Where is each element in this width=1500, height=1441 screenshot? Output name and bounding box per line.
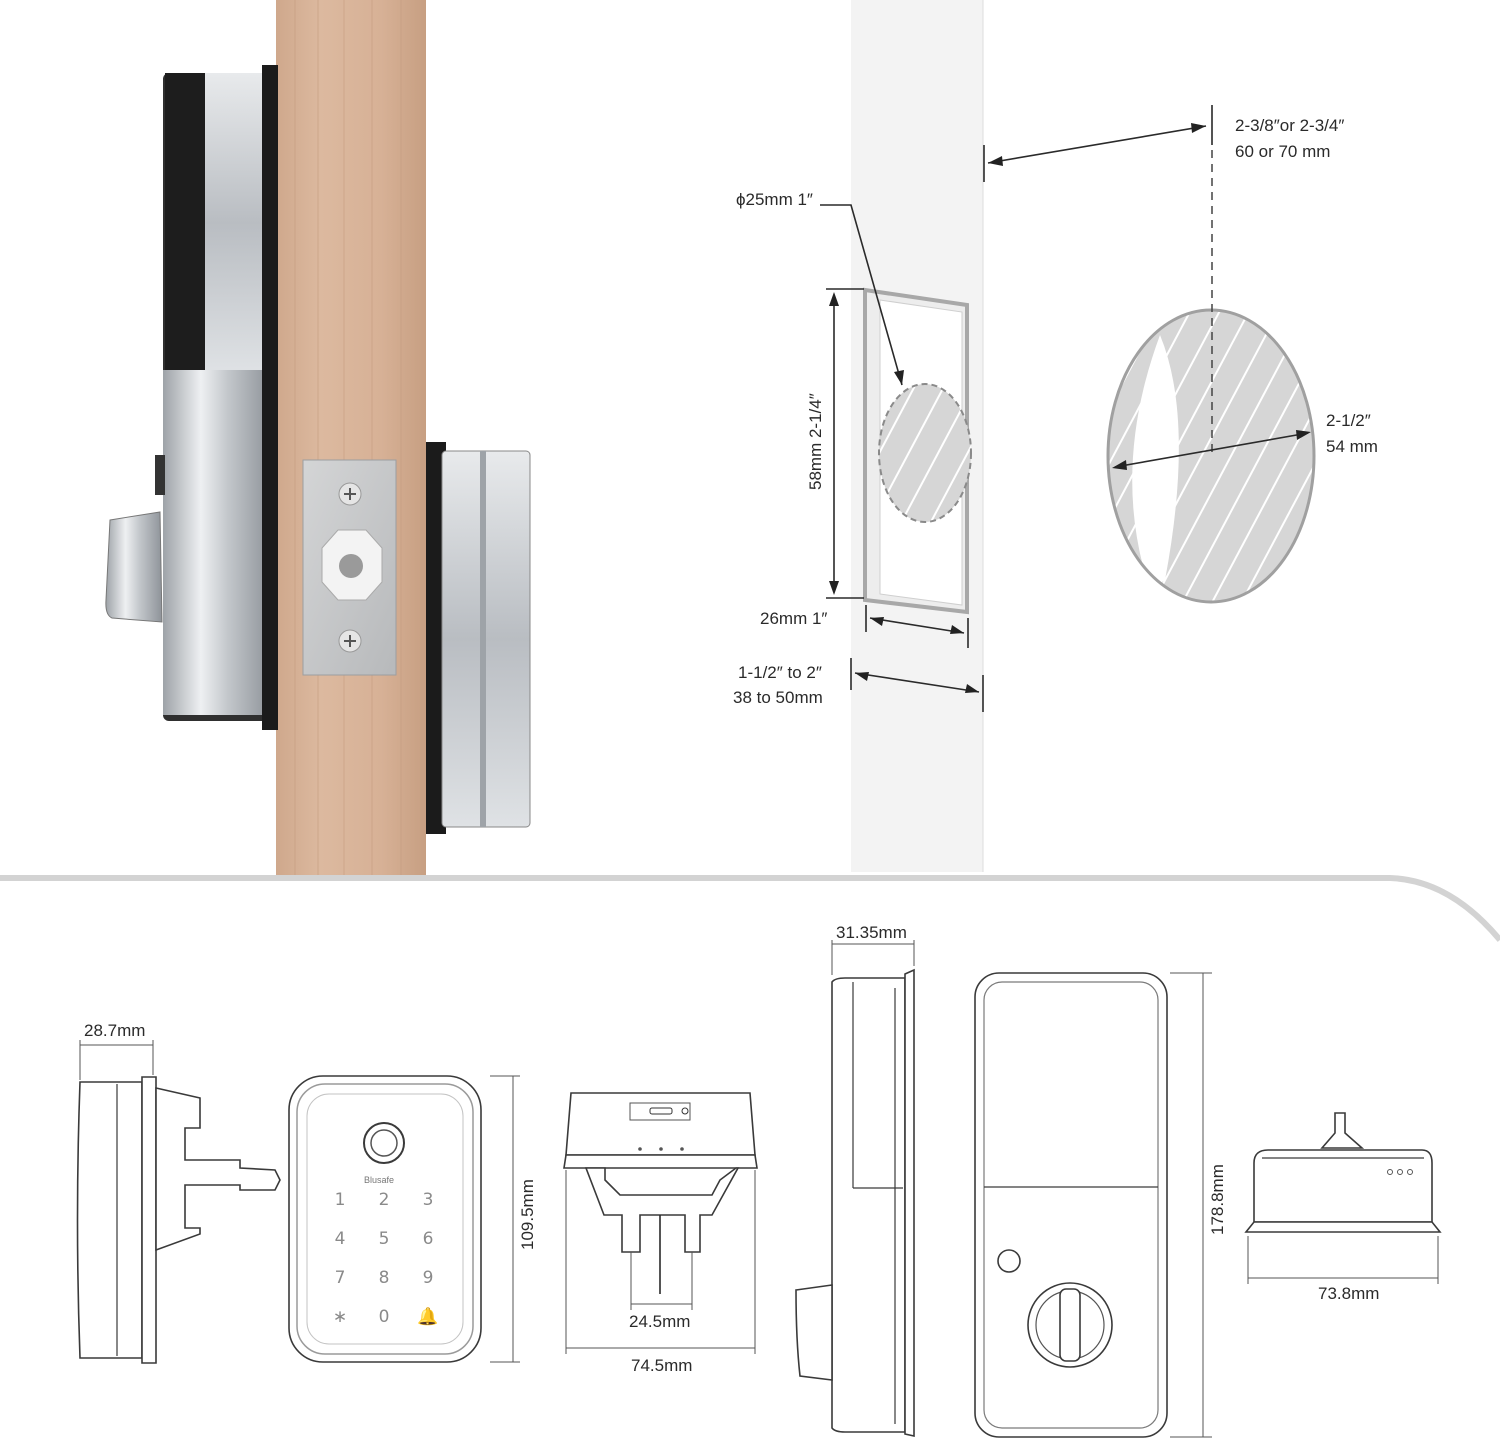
interior-depth-label: 31.35mm bbox=[836, 923, 907, 942]
faceplate-width-label: 26mm 1″ bbox=[760, 609, 827, 628]
drilling-template: 2-3/8″or 2-3/4″ 60 or 70 mm ϕ25mm 1″ 58m… bbox=[733, 0, 1378, 872]
interior-side-view: 31.35mm bbox=[795, 923, 915, 1437]
screw-icon bbox=[338, 482, 362, 506]
screw-icon bbox=[338, 629, 362, 653]
exterior-keypad-front: Blusafe 1 2 3 4 5 6 7 8 9 ∗ 0 🔔 bbox=[288, 1075, 482, 1363]
faceplate-height-dimension: 58mm 2-1/4″ bbox=[806, 288, 864, 599]
exterior-depth-label: 28.7mm bbox=[84, 1021, 145, 1040]
keypad-key: 2 bbox=[379, 1190, 390, 1210]
thumb-turn-icon bbox=[1027, 1282, 1113, 1368]
exterior-bottom-width-label: 74.5mm bbox=[631, 1356, 692, 1375]
latch-hole-callout: ϕ25mm 1″ bbox=[736, 190, 904, 386]
thumb-turn-icon bbox=[105, 511, 163, 623]
keypad-key: 0 bbox=[379, 1307, 390, 1327]
keypad-key: 4 bbox=[335, 1229, 346, 1249]
section-divider bbox=[0, 875, 1500, 942]
latch-hole bbox=[878, 383, 972, 523]
bore-hole bbox=[1106, 308, 1316, 604]
interior-height-dimension: 178.8mm bbox=[1170, 972, 1227, 1438]
door-thickness-dimension: 1-1/2″ to 2″ 38 to 50mm bbox=[733, 658, 984, 712]
keypad-key: 1 bbox=[335, 1190, 346, 1210]
bore-diameter-dimension: 2-1/2″ 54 mm bbox=[1112, 411, 1378, 470]
backset-label-imperial: 2-3/8″or 2-3/4″ bbox=[1235, 116, 1344, 135]
keypad-key: 6 bbox=[423, 1229, 434, 1249]
backset-dimension: 2-3/8″or 2-3/4″ 60 or 70 mm bbox=[983, 105, 1344, 456]
bell-icon: 🔔 bbox=[417, 1307, 438, 1327]
latch-hole-label: ϕ25mm 1″ bbox=[736, 190, 813, 209]
brand-logo: Blusafe bbox=[364, 1175, 394, 1185]
bore-label-metric: 54 mm bbox=[1326, 437, 1378, 456]
interior-front-view bbox=[974, 972, 1168, 1438]
interior-bottom-width-label: 73.8mm bbox=[1318, 1284, 1379, 1303]
backset-label-metric: 60 or 70 mm bbox=[1235, 142, 1330, 161]
keypad-key: 3 bbox=[423, 1190, 434, 1210]
door-slab bbox=[276, 0, 426, 878]
keypad-key: ∗ bbox=[333, 1307, 347, 1327]
status-button bbox=[997, 1249, 1021, 1273]
door-thickness-label-imperial: 1-1/2″ to 2″ bbox=[738, 663, 822, 682]
keypad-key: 8 bbox=[379, 1268, 390, 1288]
exterior-height-dimension: 109.5mm bbox=[490, 1075, 537, 1363]
exterior-side-view: 28.7mm bbox=[76, 1021, 281, 1364]
faceplate-height-label: 58mm 2-1/4″ bbox=[806, 393, 825, 490]
usb-port-icon bbox=[629, 1102, 691, 1121]
door-thickness-label-metric: 38 to 50mm bbox=[733, 688, 823, 707]
fingerprint-icon bbox=[363, 1122, 405, 1164]
faceplate-width-dimension: 26mm 1″ bbox=[760, 605, 969, 648]
exterior-height-label: 109.5mm bbox=[518, 1179, 537, 1250]
interior-bottom-view: 73.8mm bbox=[1244, 1112, 1442, 1303]
bore-label-imperial: 2-1/2″ bbox=[1326, 411, 1371, 430]
interior-height-label: 178.8mm bbox=[1208, 1164, 1227, 1235]
tailpiece-spacing-label: 24.5mm bbox=[629, 1312, 690, 1331]
keypad-key: 5 bbox=[379, 1229, 390, 1249]
installed-lock-photo bbox=[105, 0, 531, 878]
keypad-key: 7 bbox=[335, 1268, 346, 1288]
exterior-bottom-view: 24.5mm 74.5mm bbox=[563, 1092, 758, 1375]
keypad-key: 9 bbox=[423, 1268, 434, 1288]
